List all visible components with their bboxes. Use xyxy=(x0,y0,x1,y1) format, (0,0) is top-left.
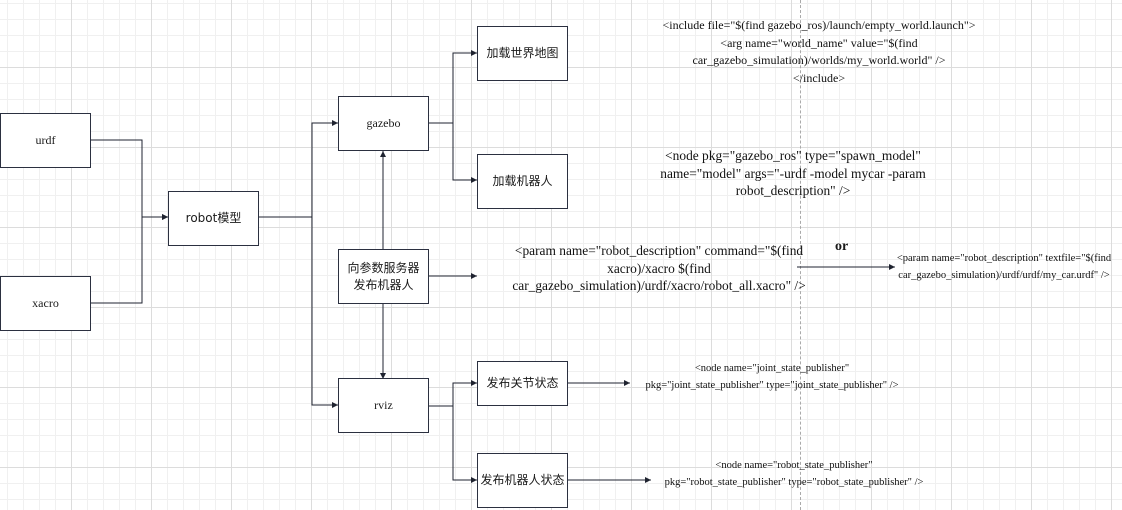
note-line: <arg name="world_name" value="$(find xyxy=(720,35,918,50)
node-gazebo-label: gazebo xyxy=(366,116,401,130)
note-spawn-model[interactable]: <node pkg="gazebo_ros" type="spawn_model… xyxy=(640,147,946,200)
node-xacro-label: xacro xyxy=(32,296,59,310)
note-line: <param name="robot_description" textfile… xyxy=(896,253,1112,264)
connector-urdf-robot-model xyxy=(90,139,168,220)
note-line: car_gazebo_simulation)/worlds/my_world.w… xyxy=(692,53,946,67)
node-load-robot-label: 加载机器人 xyxy=(492,174,553,188)
node-pub-joint-state[interactable]: 发布关节状态 xyxy=(477,361,568,406)
or-label: or xyxy=(835,239,849,254)
note-robot-state-publisher[interactable]: <node name="robot_state_publisher" pkg="… xyxy=(652,457,936,491)
node-rviz[interactable]: rviz xyxy=(338,378,429,433)
node-load-world[interactable]: 加载世界地图 xyxy=(477,26,568,81)
node-param-server[interactable]: 向参数服务器发布机器人 xyxy=(338,249,429,304)
note-line: <node name="joint_state_publisher" xyxy=(694,363,850,374)
node-robot-model-label: robot模型 xyxy=(185,211,242,225)
connector-gazebo-load-robot xyxy=(452,123,477,183)
note-line: name="model" args="-urdf -model mycar -p… xyxy=(660,165,926,181)
note-param-textfile[interactable]: <param name="robot_description" textfile… xyxy=(886,250,1122,284)
node-rviz-label: rviz xyxy=(374,398,393,412)
note-world-launch[interactable]: <include file="$(find gazebo_ros)/launch… xyxy=(638,17,1000,87)
node-pub-robot-state[interactable]: 发布机器人状态 xyxy=(477,453,568,508)
node-load-world-label: 加载世界地图 xyxy=(486,46,559,60)
note-param-command[interactable]: <param name="robot_description" command=… xyxy=(500,242,818,295)
connector-gazebo-load-world xyxy=(428,50,477,124)
note-line: <param name="robot_description" command=… xyxy=(514,243,804,258)
node-urdf-label: urdf xyxy=(35,133,56,147)
node-param-server-label: 向参数服务器发布机器人 xyxy=(347,260,420,292)
connector-rviz-joint-state xyxy=(428,380,477,407)
note-line: robot_description" /> xyxy=(735,183,851,198)
note-line: pkg="robot_state_publisher" type="robot_… xyxy=(664,477,924,488)
note-line: pkg="joint_state_publisher" type="joint_… xyxy=(645,380,899,391)
note-line: car_gazebo_simulation)/urdf/urdf/my_car.… xyxy=(898,270,1110,281)
note-line: </include> xyxy=(792,70,846,85)
node-pub-robot-state-label: 发布机器人状态 xyxy=(480,473,565,487)
note-line: xacro)/xacro $(find xyxy=(607,260,711,276)
note-line: <node name="robot_state_publisher" xyxy=(715,460,873,471)
node-xacro[interactable]: xacro xyxy=(0,276,91,331)
connector-robot-model-gazebo xyxy=(258,120,338,218)
node-gazebo[interactable]: gazebo xyxy=(338,96,429,151)
note-line: <include file="$(find gazebo_ros)/launch… xyxy=(662,18,976,32)
node-urdf[interactable]: urdf xyxy=(0,113,91,168)
note-line: car_gazebo_simulation)/urdf/xacro/robot_… xyxy=(512,278,806,293)
note-line: <node pkg="gazebo_ros" type="spawn_model… xyxy=(665,148,921,163)
connector-xacro-robot-model xyxy=(90,214,168,304)
node-pub-joint-state-label: 发布关节状态 xyxy=(486,376,559,390)
connector-rviz-robot-state xyxy=(452,406,477,483)
node-load-robot[interactable]: 加载机器人 xyxy=(477,154,568,209)
note-joint-state-publisher[interactable]: <node name="joint_state_publisher" pkg="… xyxy=(630,360,914,394)
page-boundary-guide xyxy=(800,0,801,510)
connector-robot-model-rviz xyxy=(311,217,338,408)
node-robot-model[interactable]: robot模型 xyxy=(168,191,259,246)
